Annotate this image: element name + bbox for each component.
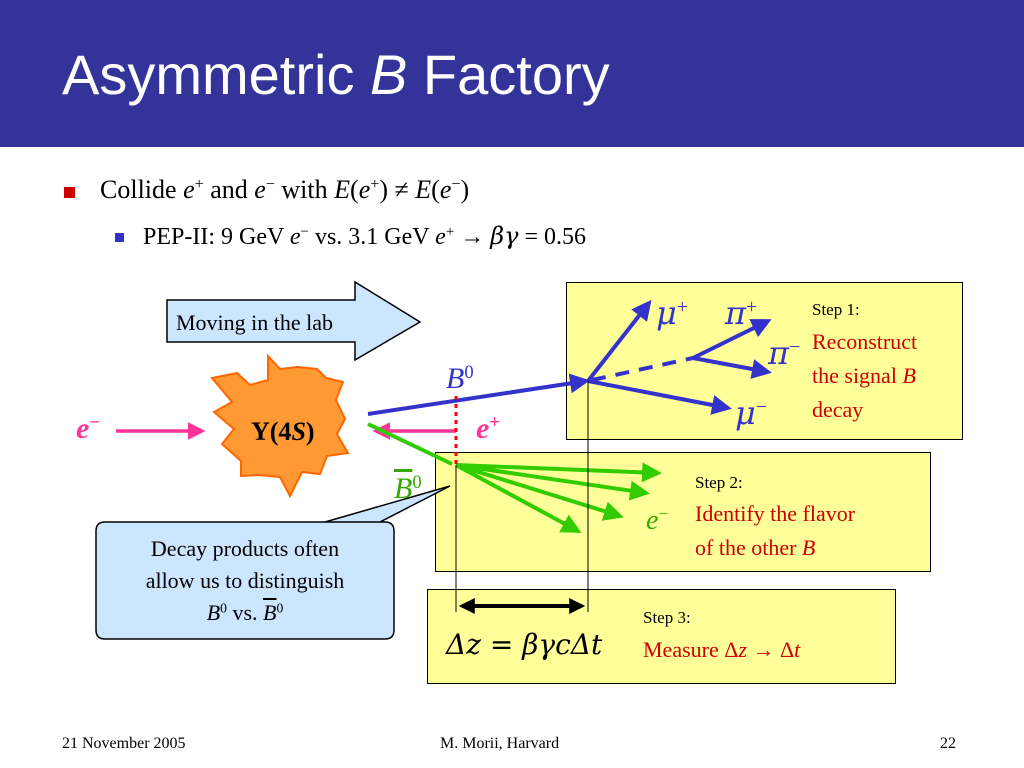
moving-arrow (166, 280, 422, 362)
callout-text: Decay products often allow us to disting… (145, 536, 345, 625)
tag-track-3 (455, 463, 650, 501)
step1-body: Reconstruct the signal B decay (812, 329, 918, 422)
e-minus-tag-label: e− (646, 504, 669, 536)
callout-bubble (95, 485, 451, 640)
mu-plus-label: μ+ (656, 294, 688, 332)
e-minus-label: e− (76, 411, 100, 445)
tag-track-1 (455, 462, 662, 483)
tag-track-2 (455, 463, 624, 521)
bullet-square-icon (64, 187, 75, 198)
footer-page-number: 22 (940, 735, 956, 752)
bullet-collide-text: Collide e+ and e− with E(e+) ≠ E(e−) (100, 175, 470, 204)
pi-plus-track (692, 319, 772, 360)
upsilon-label: Υ(4S) (251, 417, 315, 446)
footer-date: 21 November 2005 (62, 735, 186, 752)
b0-track (367, 373, 590, 416)
step2-box (435, 452, 931, 572)
pi-minus-track (692, 356, 772, 379)
mu-minus-label: μ− (735, 394, 767, 432)
pi-plus-label: π+ (725, 294, 758, 332)
step1-heading: Step 1: (812, 300, 860, 319)
b0-label: B0 (446, 361, 474, 395)
b0bar-label: B0 (394, 471, 422, 505)
title-bar (0, 0, 1024, 147)
step3-body: Measure Δz → Δt (643, 637, 801, 662)
step3-heading: Step 3: (643, 608, 691, 627)
page-title: Asymmetric B Factory (62, 43, 610, 106)
upsilon-star-icon (210, 353, 350, 499)
delta-z-formula: Δz = βγcΔt (446, 628, 603, 661)
moving-label: Moving in the lab (176, 310, 334, 335)
mu-plus-track (586, 299, 652, 383)
step2-heading: Step 2: (695, 473, 743, 492)
ks-dashed-track (591, 356, 694, 382)
pi-minus-label: π− (768, 334, 801, 372)
tag-track-4 (455, 463, 582, 533)
b0bar-track (367, 422, 453, 466)
mu-minus-track (587, 379, 732, 415)
bullet-pep2-text: PEP-II: 9 GeV e− vs. 3.1 GeV e+ → βγ = 0… (143, 222, 586, 250)
e-plus-label: e+ (476, 411, 500, 445)
footer-author: M. Morii, Harvard (440, 735, 560, 752)
step2-body: Identify the flavor of the other B (695, 501, 856, 560)
bullet-square-icon (115, 233, 124, 242)
